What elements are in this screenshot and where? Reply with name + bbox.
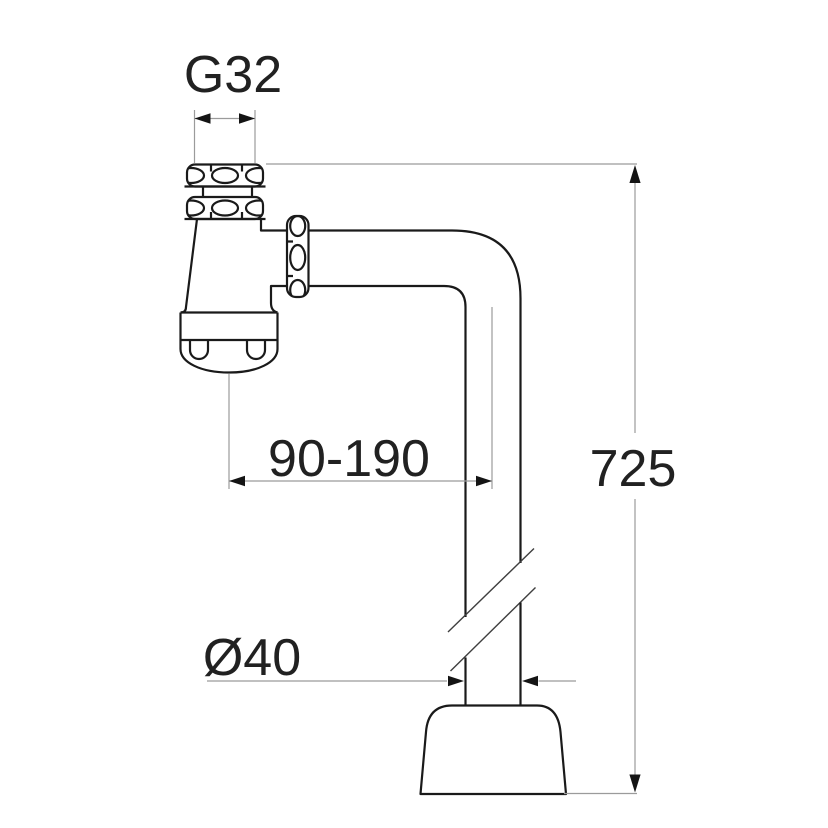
trap-cup <box>179 311 279 374</box>
vertical-pipe-lower <box>464 602 522 706</box>
outlet-nut <box>285 214 310 299</box>
floor-flange <box>419 704 568 796</box>
slip-nut-upper <box>184 163 266 188</box>
label-thread-size: G32 <box>184 46 282 104</box>
dim-height-arrow-down <box>629 774 641 793</box>
horizontal-pipe-elbow <box>308 229 522 617</box>
dim-thread-arrow-right <box>239 113 255 124</box>
dimensions <box>193 110 641 795</box>
dim-offset-range <box>228 307 493 489</box>
label-pipe-diameter: Ø40 <box>203 629 301 687</box>
cup-grip-notch-left <box>188 340 210 361</box>
nut-connector <box>201 186 254 197</box>
dim-offset-arrow-left <box>229 475 245 487</box>
dim-height-arrow-up <box>629 165 641 183</box>
dim-diameter-arrow-right <box>448 675 464 687</box>
dim-pipe-diameter <box>207 675 576 687</box>
trap-assembly <box>179 163 568 796</box>
slip-nut-lower-knurls <box>187 199 263 219</box>
dim-offset-arrow-right <box>476 475 492 487</box>
dim-diameter-arrow-left <box>522 675 538 687</box>
dim-overall-height <box>266 163 641 795</box>
slip-nut-upper-knurls <box>187 164 263 185</box>
trap-body <box>180 218 287 314</box>
slip-nut-lower <box>184 195 266 221</box>
label-offset-range: 90-190 <box>268 430 430 488</box>
dim-thread-arrow-left <box>194 113 211 124</box>
cup-grip-notch-right <box>245 340 267 361</box>
pipe-break <box>447 547 536 672</box>
outlet-nut-knurls <box>287 216 307 297</box>
label-overall-height: 725 <box>590 440 677 498</box>
dim-thread-size <box>193 110 256 163</box>
